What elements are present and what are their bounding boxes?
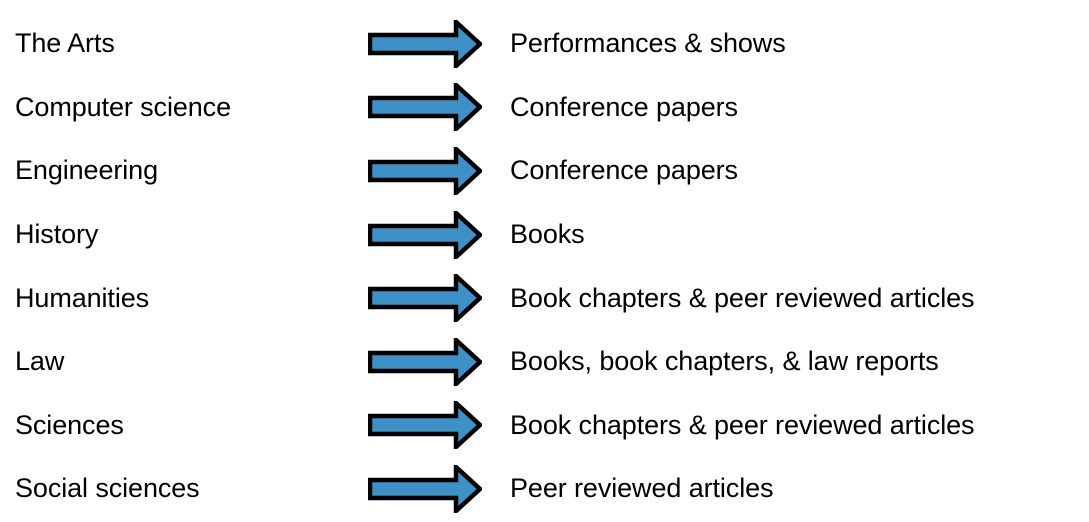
mapping-row-6: Law Books, book chapters, & law reports xyxy=(0,330,1089,394)
right-arrow-icon xyxy=(368,401,482,450)
arrow-cell xyxy=(368,337,486,387)
target-label-4: Books xyxy=(510,219,585,250)
right-arrow-icon xyxy=(368,274,482,323)
source-label-6: Law xyxy=(15,346,65,377)
source-label-3: Engineering xyxy=(15,155,159,186)
mapping-row-1: The Arts Performances & shows xyxy=(0,12,1089,76)
mapping-row-5: Humanities Book chapters & peer reviewed… xyxy=(0,266,1089,330)
target-label-6: Books, book chapters, & law reports xyxy=(510,346,939,377)
target-label-8: Peer reviewed articles xyxy=(510,473,774,504)
mapping-row-3: Engineering Conference papers xyxy=(0,139,1089,203)
arrow-cell xyxy=(368,210,486,260)
right-arrow-icon xyxy=(368,464,482,513)
target-label-3: Conference papers xyxy=(510,155,738,186)
target-label-1: Performances & shows xyxy=(510,28,786,59)
source-label-8: Social sciences xyxy=(15,473,200,504)
target-label-7: Book chapters & peer reviewed articles xyxy=(510,409,975,440)
source-label-5: Humanities xyxy=(15,282,150,313)
arrow-cell xyxy=(368,400,486,450)
arrow-cell xyxy=(368,464,486,514)
arrow-cell xyxy=(368,146,486,196)
arrow-cell xyxy=(368,82,486,132)
right-arrow-icon xyxy=(368,146,482,195)
right-arrow-icon xyxy=(368,210,482,259)
target-label-5: Book chapters & peer reviewed articles xyxy=(510,282,975,313)
right-arrow-icon xyxy=(368,19,482,68)
mapping-row-2: Computer science Conference papers xyxy=(0,76,1089,140)
arrow-cell xyxy=(368,273,486,323)
mapping-row-7: Sciences Book chapters & peer reviewed a… xyxy=(0,394,1089,458)
source-label-2: Computer science xyxy=(15,91,231,122)
source-label-7: Sciences xyxy=(15,409,124,440)
mapping-row-4: History Books xyxy=(0,203,1089,267)
target-label-2: Conference papers xyxy=(510,91,738,122)
source-label-4: History xyxy=(15,219,99,250)
right-arrow-icon xyxy=(368,337,482,386)
right-arrow-icon xyxy=(368,83,482,132)
arrow-cell xyxy=(368,19,486,69)
source-label-1: The Arts xyxy=(15,28,115,59)
mapping-row-8: Social sciences Peer reviewed articles xyxy=(0,457,1089,521)
